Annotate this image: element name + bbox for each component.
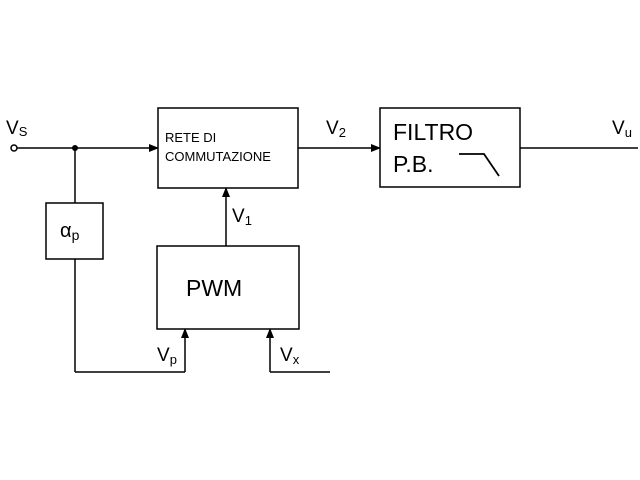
pwm-block [156,245,300,330]
v1-label: V1 [232,206,252,228]
alpha-label: αp [60,220,80,243]
pwm-label: PWM [186,275,242,301]
v2-label: V2 [326,118,346,140]
rete-block [157,107,299,189]
alpha-block [45,202,104,260]
vu-label: Vu [612,118,632,140]
filtro-label-line2: P.B. [393,151,434,177]
rete-label-line1: RETE DI [165,130,216,145]
vs-label: VS [6,118,28,139]
input-terminal [10,144,18,152]
filtro-label-line1: FILTRO [393,119,473,145]
lowpass-symbol-icon [459,153,500,177]
vp-label: Vp [157,345,177,367]
rete-label-line2: COMMUTAZIONE [165,149,271,164]
vx-label: Vx [280,345,300,367]
